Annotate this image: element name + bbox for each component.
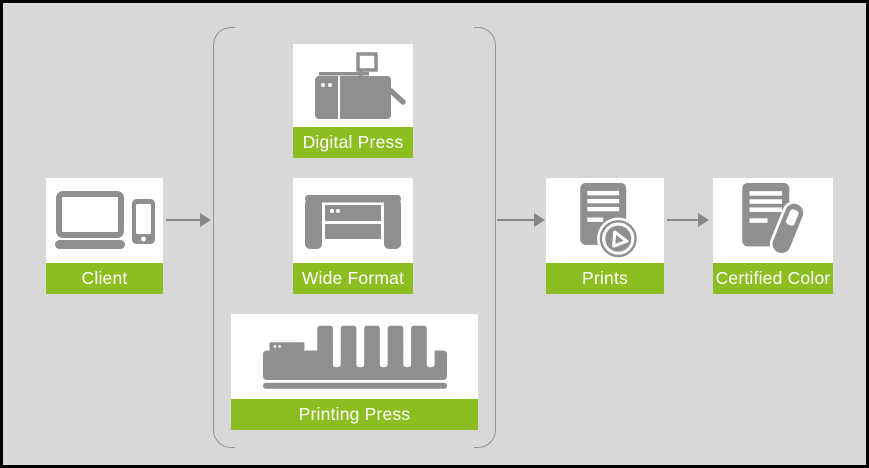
arrow-presses-to-prints	[497, 213, 545, 227]
node-label: Printing Press	[231, 399, 478, 430]
node-icon-area	[46, 178, 163, 263]
arrow-shaft	[166, 219, 200, 221]
node-certified-color: Certified Color	[713, 178, 833, 294]
node-label: Client	[46, 263, 163, 294]
node-label: Prints	[546, 263, 664, 294]
node-prints: Prints	[546, 178, 664, 294]
prints-document-icon	[580, 182, 640, 259]
node-icon-area	[713, 178, 833, 263]
arrow-head-icon	[534, 213, 545, 227]
node-client: Client	[46, 178, 163, 294]
spectrophotometer-document-icon	[742, 182, 806, 256]
arrow-shaft	[667, 219, 698, 221]
arrow-prints-to-certified-color	[667, 213, 709, 227]
printing-press-icon	[262, 325, 447, 389]
node-icon-area	[293, 44, 413, 127]
arrow-head-icon	[200, 213, 211, 227]
laptop-and-phone-icon	[54, 190, 155, 249]
digital-press-icon	[315, 51, 406, 119]
node-label: Digital Press	[293, 127, 413, 158]
node-printing-press: Printing Press	[231, 314, 478, 430]
node-digital-press: Digital Press	[293, 44, 413, 158]
arrow-head-icon	[698, 213, 709, 227]
arrow-shaft	[497, 219, 534, 221]
node-label: Certified Color	[713, 263, 833, 294]
arrow-client-to-presses	[166, 213, 211, 227]
node-icon-area	[546, 178, 664, 263]
node-label: Wide Format	[293, 263, 413, 294]
node-icon-area	[231, 314, 478, 399]
wide-format-printer-icon	[305, 194, 401, 249]
node-wide-format: Wide Format	[293, 178, 413, 294]
node-icon-area	[293, 178, 413, 263]
